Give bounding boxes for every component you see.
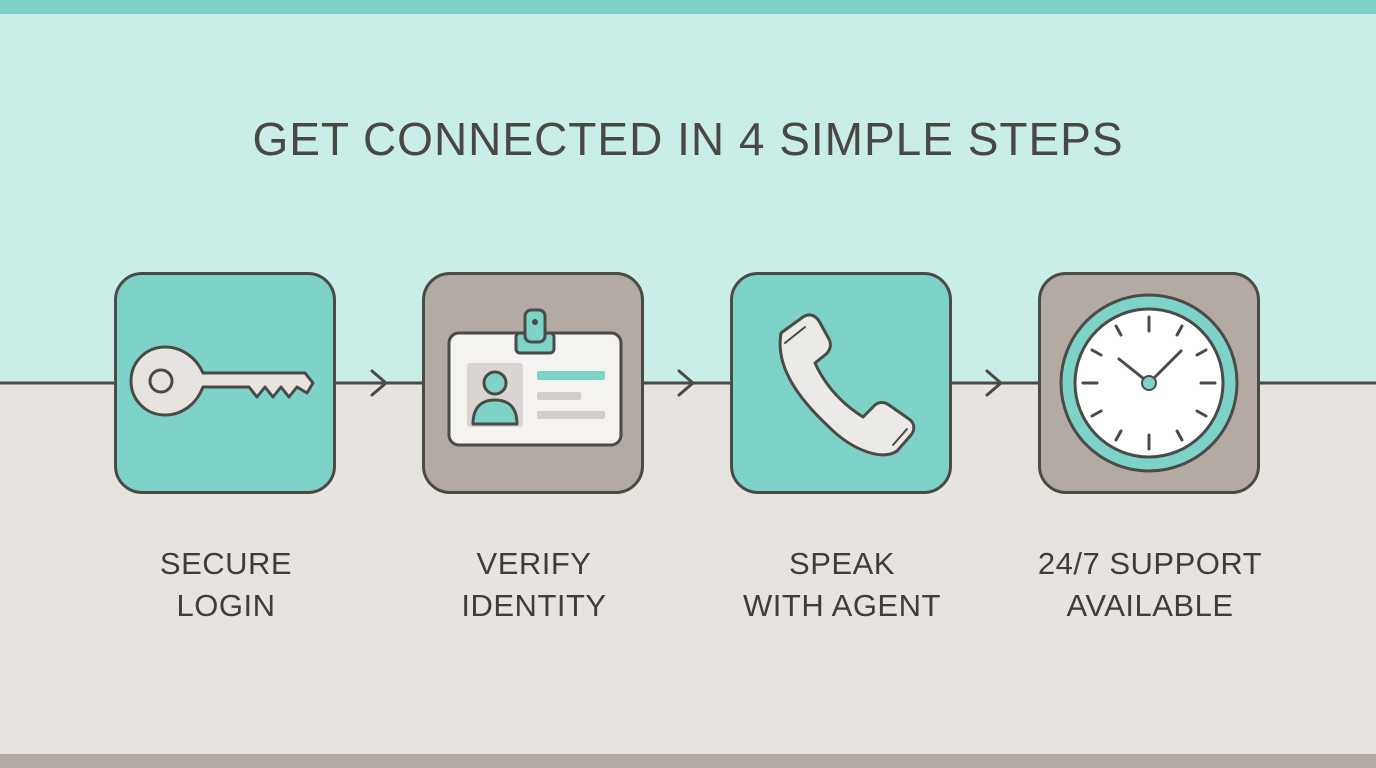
arrow-2-icon [677,369,695,397]
top-strip [0,0,1376,14]
step-4-label: 24/7 SUPPORT AVAILABLE [1037,546,1263,623]
phone-icon [778,313,916,457]
step-2-label: VERIFY IDENTITY [461,546,607,623]
step-3-tile [730,272,952,494]
id-badge-icon [447,308,623,447]
bottom-strip [0,754,1376,768]
step-3-label: SPEAK WITH AGENT [743,546,941,623]
step-2-tile [422,272,644,494]
step-1-label: SECURE LOGIN [159,546,293,623]
arrow-1-icon [370,369,388,397]
clock-icon [1059,293,1239,473]
headline: GET CONNECTED IN 4 SIMPLE STEPS [252,113,1124,165]
arrow-3-icon [985,369,1003,397]
step-1-tile [114,272,336,494]
step-4-tile [1038,272,1260,494]
key-icon [129,345,315,417]
